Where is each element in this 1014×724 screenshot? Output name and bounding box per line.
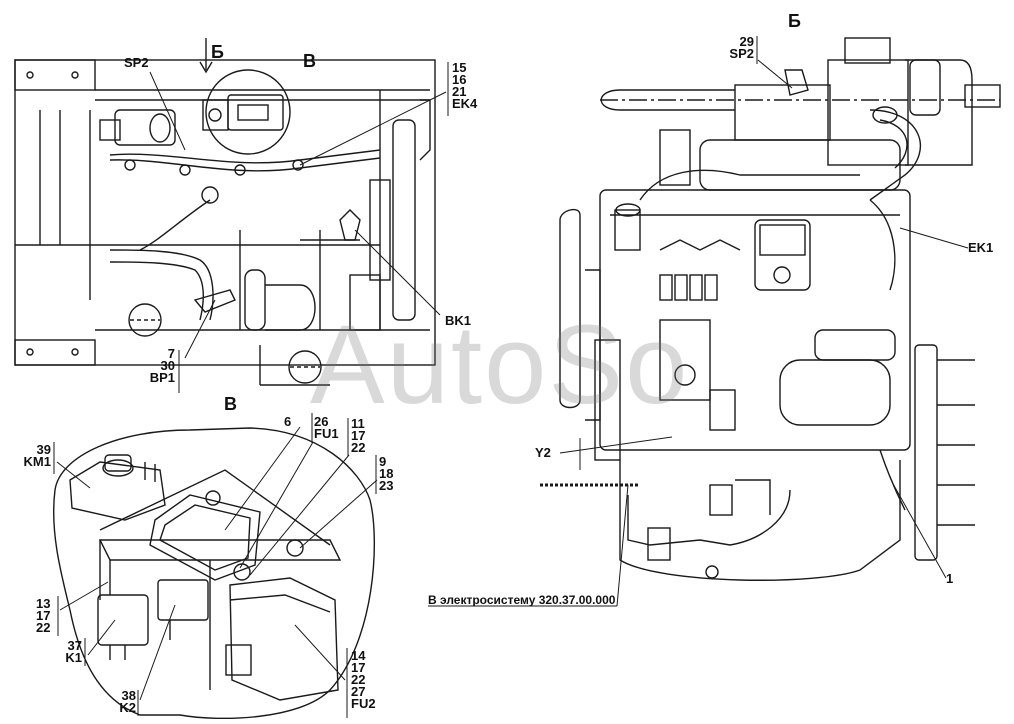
view-label-v-top: В — [303, 51, 316, 71]
leader-lines-detail — [53, 413, 378, 718]
label-1: 1 — [946, 571, 954, 586]
label-ek1: EK1 — [968, 240, 994, 255]
label-electric-system-note: В электросистему 320.37.00.000 — [428, 593, 616, 607]
view-arrow-b — [199, 38, 213, 74]
view-label-b-right: Б — [788, 11, 801, 31]
label-bk1: BK1 — [445, 313, 472, 328]
label-y2: Y2 — [535, 445, 551, 460]
label-6: 6 — [284, 414, 292, 429]
view-label-v-detail: В — [224, 394, 237, 414]
leader-lines-right — [428, 36, 969, 607]
view-label-b-left: Б — [211, 42, 224, 62]
label-sp2-top: SP2 — [124, 55, 149, 70]
engine-right-view — [540, 37, 1001, 581]
detail-v-view — [52, 427, 376, 720]
leader-lines-top — [149, 62, 449, 393]
top-view-frame — [14, 59, 436, 386]
